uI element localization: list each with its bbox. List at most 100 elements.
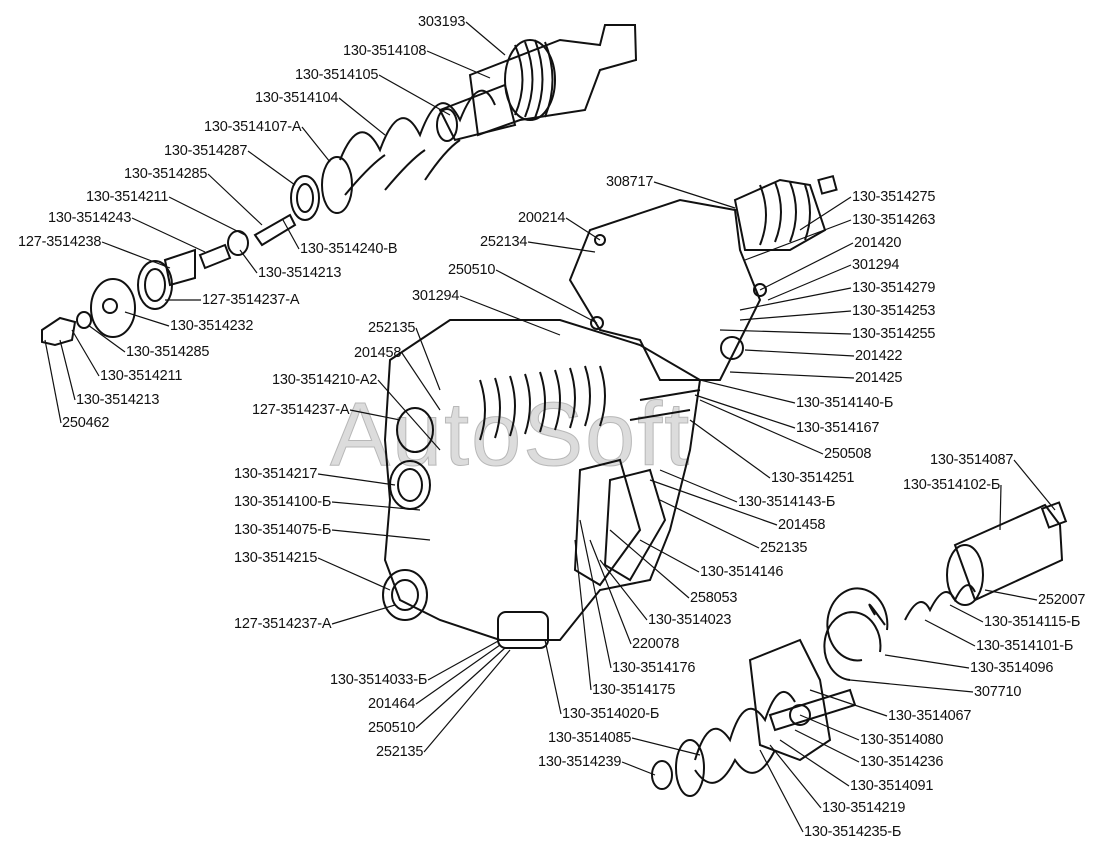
leader-line: [331, 529, 431, 541]
part-label: 130-3514211: [86, 189, 169, 205]
leader-line: [809, 689, 888, 717]
part-label: 200214: [518, 210, 566, 226]
part-label: 130-3514096: [970, 660, 1054, 676]
leader-line: [401, 352, 441, 411]
leader-line: [349, 409, 401, 421]
leader-line: [168, 196, 246, 236]
part-label: 130-3514075-Б: [234, 522, 332, 538]
leader-line: [426, 50, 491, 79]
small-valve-parts: [41, 213, 297, 347]
part-label: 201458: [778, 517, 826, 533]
part-label: 130-3514253: [852, 303, 936, 319]
part-label: 130-3514175: [592, 682, 676, 698]
leader-line: [849, 679, 974, 693]
leader-line: [317, 557, 391, 591]
leader-line: [589, 539, 632, 645]
part-label: 130-3514213: [76, 392, 160, 408]
part-label: 130-3514285: [124, 166, 208, 182]
part-label: 130-3514235-Б: [804, 824, 902, 840]
leader-line: [415, 327, 441, 391]
part-label: 130-3514239: [538, 754, 622, 770]
leader-line: [639, 539, 700, 573]
leader-line: [301, 126, 331, 163]
part-label: 130-3514091: [850, 778, 934, 794]
part-label: 130-3514140-Б: [796, 395, 894, 411]
part-label: 130-3514240-B: [300, 241, 398, 257]
leader-line: [759, 242, 854, 291]
leader-line: [699, 379, 796, 404]
leader-line: [984, 589, 1038, 601]
leader-line: [247, 150, 296, 186]
part-label: 130-3514085: [548, 730, 632, 746]
leader-line: [649, 479, 778, 526]
part-label: 307710: [974, 684, 1022, 700]
part-label: 252135: [760, 540, 808, 556]
leader-line: [653, 181, 736, 209]
part-label: 127-3514238: [18, 234, 102, 250]
leader-line: [207, 173, 263, 226]
leader-line: [621, 761, 656, 776]
part-label: 130-3514210-A2: [272, 372, 378, 388]
part-label: 250508: [824, 446, 872, 462]
leader-line: [609, 529, 690, 599]
part-label: 250510: [368, 720, 416, 736]
leader-line: [44, 339, 62, 424]
leader-line: [527, 241, 596, 253]
leader-line: [744, 349, 855, 357]
leader-line: [459, 295, 561, 336]
part-label: 127-3514237-A: [202, 292, 300, 308]
leader-line: [544, 639, 562, 715]
part-label: 130-3514020-Б: [562, 706, 660, 722]
part-label: 130-3514033-Б: [330, 672, 428, 688]
leader-lines: [44, 21, 1056, 833]
leader-line: [495, 269, 598, 324]
leader-line: [465, 21, 506, 56]
part-label: 250510: [448, 262, 496, 278]
part-label: 127-3514237-A: [234, 616, 332, 632]
part-label: 201458: [354, 345, 402, 361]
leader-line: [769, 744, 822, 809]
leader-line: [794, 729, 860, 763]
part-label: 130-3514236: [860, 754, 944, 770]
leader-line: [574, 539, 592, 691]
part-label: 130-3514087: [930, 452, 1014, 468]
part-label: 252135: [368, 320, 416, 336]
part-label: 130-3514104: [255, 90, 339, 106]
part-label: 130-3514243: [48, 210, 132, 226]
part-label: 130-3514279: [852, 280, 936, 296]
leader-line: [659, 499, 760, 549]
part-label: 130-3514275: [852, 189, 936, 205]
leader-line: [282, 219, 300, 250]
leader-line: [924, 619, 976, 647]
part-label: 130-3514215: [234, 550, 318, 566]
part-label: 130-3514108: [343, 43, 427, 59]
part-label: 130-3514143-Б: [738, 494, 836, 510]
part-label: 220078: [632, 636, 680, 652]
leader-line: [331, 604, 396, 625]
part-label: 252134: [480, 234, 528, 250]
part-label: 201420: [854, 235, 902, 251]
leader-line: [378, 74, 451, 116]
leader-line: [779, 739, 850, 787]
leader-line: [599, 559, 648, 621]
leader-line: [729, 371, 855, 379]
part-label: 130-3514251: [771, 470, 855, 486]
leader-line: [767, 264, 852, 301]
leader-line: [317, 473, 396, 486]
part-label: 130-3514176: [612, 660, 696, 676]
part-label: 201464: [368, 696, 416, 712]
leader-line: [415, 647, 506, 729]
part-label: 130-3514102-Б: [903, 477, 1001, 493]
part-label: 301294: [412, 288, 460, 304]
leader-line: [719, 329, 852, 335]
leader-line: [338, 97, 386, 136]
leader-line: [131, 217, 206, 253]
part-label: 130-3514287: [164, 143, 248, 159]
part-label: 130-3514023: [648, 612, 732, 628]
part-label: 130-3514211: [100, 368, 183, 384]
part-label: 130-3514115-Б: [984, 614, 1081, 630]
part-label: 130-3514107-A: [204, 119, 302, 135]
leader-line: [59, 339, 76, 401]
